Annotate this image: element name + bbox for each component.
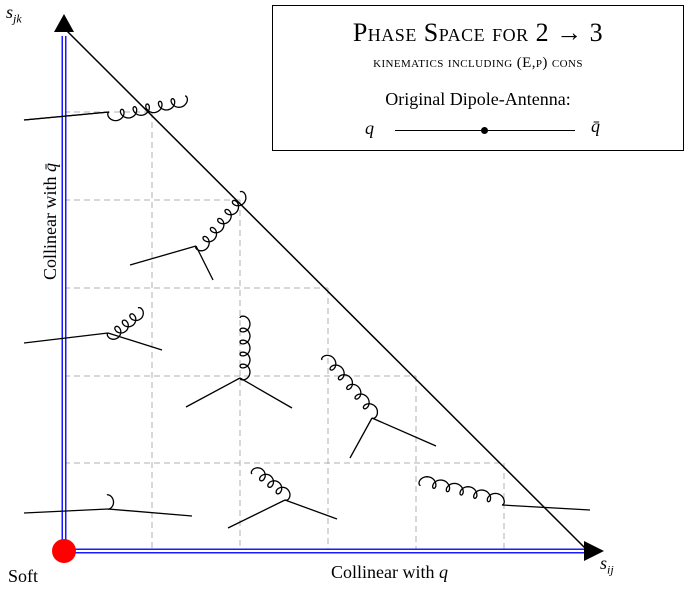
soft-label: Soft [8,566,39,586]
soft-dot [52,539,76,563]
quark-line [349,417,373,459]
title-box: Phase Space for 2 → 3 kinematics includi… [272,5,684,151]
gluon-curl [250,467,291,501]
x-axis-label: sij [600,553,614,577]
x-axis-arrowhead [584,541,604,561]
dashed-grid [64,111,505,551]
gluon-curl [106,306,144,340]
dipole-qbar-label: q̄ [591,116,600,136]
antiquark-line [195,245,214,281]
phase-space-boundary [63,27,589,552]
gluon-curl [418,476,505,506]
gluon-curl [106,494,115,510]
dipole-dot [481,127,488,134]
quark-line [23,332,109,344]
gluon-curl [239,315,251,381]
y-axis-caption: Collinear with q̄ [40,163,60,280]
dipole-caption: Original Dipole-Antenna: [385,89,571,109]
gluon-curl [321,354,379,420]
quark-line [227,499,286,529]
gluon-curl [107,95,189,122]
quark-line [129,245,197,266]
antiquark-line [284,499,338,520]
title-subheading: kinematics including (E,p) cons [373,55,583,71]
antiquark-line [501,504,591,511]
y-axis-arrowhead [54,14,74,32]
y-axis-label: sjk [6,2,22,26]
antiquark-line [371,417,437,447]
dipole-q-label: q [365,118,374,138]
antiquark-line [107,332,163,351]
gluon-curl [195,190,247,252]
antiquark-line [107,508,193,517]
quark-line [185,377,241,408]
title-heading: Phase Space for 2 → 3 [352,18,604,47]
quark-line [23,508,109,514]
quark-line [23,111,110,121]
x-axis-caption: Collinear with q [331,562,448,582]
antiquark-line [239,377,293,409]
